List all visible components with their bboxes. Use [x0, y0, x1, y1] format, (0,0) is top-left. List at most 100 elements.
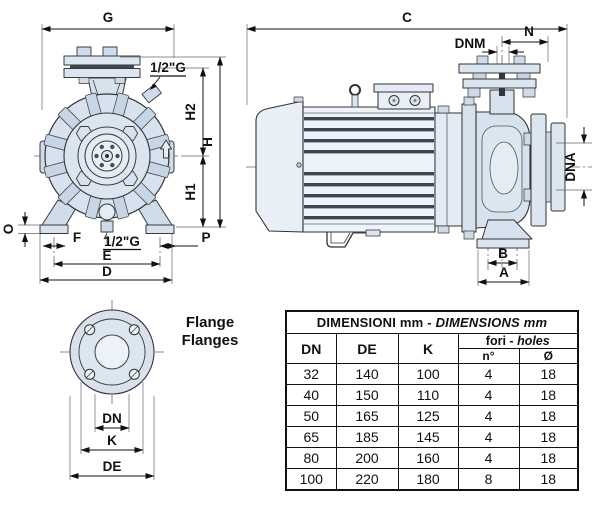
flange-bore	[94, 334, 130, 370]
motor-fins	[304, 117, 434, 220]
flange-caption-line1: Flange	[186, 314, 234, 331]
casing-flange	[461, 103, 477, 233]
col-header-de: DE	[335, 333, 399, 364]
cell-de: 140	[335, 363, 399, 385]
col-header-n: n°	[457, 348, 520, 364]
col-header-fori: fori -	[485, 334, 514, 348]
discharge-flange-side	[458, 55, 541, 115]
table-title: DIMENSIONI mm - DIMENSIONS mm	[285, 310, 579, 334]
dim-label-n: N	[524, 24, 534, 39]
dim-label-f: F	[73, 230, 81, 245]
dim-label-g: G	[103, 10, 114, 25]
dim-label-o: O	[1, 224, 16, 235]
table-header-row: DN DE K fori - holes	[285, 333, 579, 364]
cover-screw	[293, 96, 304, 103]
table-row: 80 200 160 4 18	[285, 447, 579, 469]
col-header-diam: Ø	[518, 348, 579, 364]
dim-h: H	[120, 56, 226, 229]
col-header-k: K	[397, 333, 459, 364]
dim-label-b: B	[498, 246, 508, 261]
flange-caption-line2: Flanges	[182, 332, 239, 349]
dim-f: F	[42, 230, 81, 250]
dimensions-table: DIMENSIONI mm - DIMENSIONS mm DN DE K fo…	[285, 310, 580, 491]
terminal-box	[373, 83, 434, 110]
motor-bracket	[326, 229, 381, 248]
table-row: 65 185 145 4 18	[285, 426, 579, 448]
dim-p: P	[159, 230, 211, 250]
table-row: 32 140 100 4 18	[285, 363, 579, 385]
cell-dn: 50	[285, 405, 337, 427]
dim-e: E	[53, 248, 161, 268]
dim-label-plug-top: 1/2"G	[150, 60, 186, 75]
dim-label-plug-bottom: 1/2"G	[104, 234, 140, 249]
lifting-eyebolt-icon	[349, 84, 361, 96]
dim-d: D	[39, 234, 173, 284]
dim-dnm: DNM	[455, 36, 524, 64]
cell-de: 200	[335, 447, 399, 469]
cover-center-screw	[296, 162, 302, 168]
cell-n: 4	[457, 363, 520, 385]
table-row: 40 150 110 4 18	[285, 384, 579, 406]
table-title-row: DIMENSIONI mm - DIMENSIONS mm	[285, 310, 579, 334]
dim-label-h1: H1	[183, 183, 198, 201]
cell-dn: 65	[285, 426, 337, 448]
cell-k: 100	[397, 363, 459, 385]
table-title-secondary: DIMENSIONS mm	[435, 315, 548, 330]
dim-h2-h1: H2 H1	[158, 67, 226, 228]
cell-diam: 18	[518, 447, 579, 469]
table-row: 100 220 180 8 18	[285, 468, 579, 490]
cell-n: 8	[457, 468, 520, 490]
dim-label-e: E	[102, 248, 111, 263]
dim-c: C	[246, 10, 568, 118]
dim-a: A	[477, 250, 530, 286]
cell-n: 4	[457, 447, 520, 469]
cell-diam: 18	[518, 384, 579, 406]
suction-flange	[523, 113, 566, 227]
hub-bolt-dots	[94, 144, 120, 168]
dim-label-h2: H2	[183, 103, 198, 120]
dim-dna: DNA	[556, 127, 592, 206]
rotation-arrow-icon	[160, 139, 172, 159]
dim-label-h: H	[200, 137, 215, 147]
dim-o: O	[1, 212, 40, 247]
cell-k: 125	[397, 405, 459, 427]
cell-de: 150	[335, 384, 399, 406]
dim-b: B	[487, 246, 518, 267]
flange-drawing: DN K DE Flange Flanges	[60, 300, 238, 480]
drain-boss	[98, 203, 116, 221]
dim-label-p: P	[201, 230, 210, 245]
cell-diam: 18	[518, 405, 579, 427]
dim-label-k: K	[107, 433, 117, 448]
cell-diam: 18	[518, 363, 579, 385]
dim-label-dn: DN	[102, 411, 122, 426]
dim-k: K	[80, 382, 144, 454]
front-view-drawing: G 1/2"G H2 H1 H	[1, 10, 226, 284]
drain-plug	[100, 220, 114, 233]
cell-dn: 80	[285, 447, 337, 469]
col-header-holes: fori - holes	[457, 333, 579, 349]
flange-bolt	[463, 230, 475, 240]
eyebolt-stem	[351, 94, 359, 108]
fan-cover	[255, 100, 304, 233]
adapter-bolt	[437, 105, 450, 114]
flange-bolt	[463, 96, 475, 106]
col-header-holes-en: holes	[517, 334, 550, 348]
cell-k: 145	[397, 426, 459, 448]
dim-dn: DN	[94, 394, 130, 432]
cell-de: 220	[335, 468, 399, 490]
dim-label-d: D	[102, 264, 112, 279]
volute-chamber	[489, 141, 519, 195]
dim-n: N	[501, 24, 549, 62]
dim-label-dna: DNA	[563, 152, 578, 181]
cell-n: 4	[457, 384, 520, 406]
dim-label-a: A	[499, 265, 509, 280]
cell-k: 180	[397, 468, 459, 490]
adapter-bolt	[437, 225, 450, 234]
table-row: 50 165 125 4 18	[285, 405, 579, 427]
cell-de: 165	[335, 405, 399, 427]
motor-body	[302, 106, 436, 233]
cell-n: 4	[457, 426, 520, 448]
cell-dn: 100	[285, 468, 337, 490]
